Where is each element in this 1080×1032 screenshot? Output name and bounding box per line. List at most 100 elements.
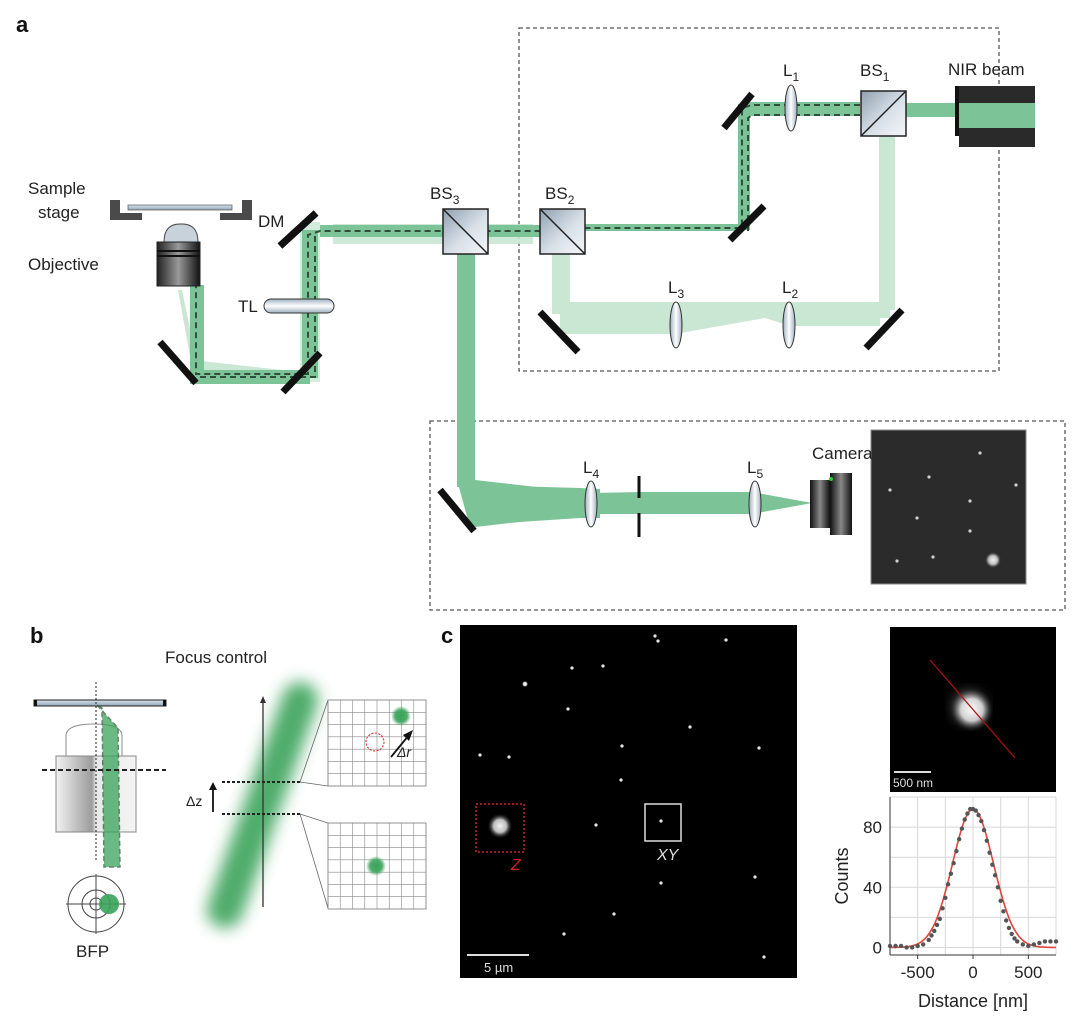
grid-top: [327, 699, 427, 787]
data-point: [887, 943, 893, 949]
lens-l3: [669, 301, 683, 349]
data-point: [893, 943, 898, 949]
data-point: [1053, 939, 1059, 944]
beamsplitter-bs3: [442, 208, 489, 255]
data-point: [959, 826, 965, 831]
label-stage: stage: [38, 203, 80, 222]
data-point: [1020, 942, 1025, 947]
bead: [756, 745, 762, 751]
focus-beam-diagram: [207, 682, 329, 928]
data-point: [1015, 939, 1020, 944]
bead: [752, 874, 758, 880]
camera-image: [870, 429, 1027, 585]
bead: [619, 743, 625, 749]
data-point: [945, 882, 951, 887]
nir-module-box: [518, 27, 1000, 372]
bead: [593, 822, 599, 828]
data-point: [948, 871, 954, 876]
data-point: [951, 861, 956, 866]
mirror-5: [157, 339, 199, 386]
bead: [506, 754, 512, 760]
bead: [477, 752, 483, 758]
panel-letter-b: b: [30, 623, 43, 648]
data-point: [904, 945, 909, 950]
panel-b: b Focus control BFP: [30, 623, 427, 961]
label-dm: DM: [258, 212, 284, 231]
profile-line: [929, 659, 1016, 759]
bead: [658, 880, 664, 886]
panel-a: a: [16, 12, 1066, 611]
camera-module-box: [429, 420, 1066, 611]
data-point: [1048, 939, 1053, 944]
beamsplitter-bs2: [539, 208, 586, 255]
data-point: [987, 850, 992, 855]
label-bs2: BS2: [545, 184, 575, 207]
delta-r-label: Δr: [396, 744, 412, 760]
camera-icon: [810, 473, 852, 535]
data-point: [992, 873, 998, 878]
data-point: [984, 838, 990, 843]
data-point: [1001, 909, 1006, 914]
data-point: [932, 928, 937, 934]
bead: [655, 638, 661, 644]
spot-centered: [366, 856, 386, 876]
data-point: [956, 836, 962, 842]
bead: [565, 706, 571, 712]
data-point: [990, 862, 995, 867]
label-l1: L1: [783, 61, 799, 84]
data-point: [998, 898, 1003, 904]
label-bs1: BS1: [860, 61, 890, 84]
label-l3: L3: [668, 278, 684, 301]
label-objective: Objective: [28, 255, 99, 274]
bead: [723, 637, 729, 643]
x-tick-label: 0: [968, 963, 977, 982]
label-tl: TL: [238, 297, 258, 316]
data-point: [981, 827, 987, 833]
z-label: Z: [510, 857, 522, 874]
lens-l1: [784, 84, 798, 132]
mirror-6: [280, 350, 323, 395]
mirror-4: [863, 307, 905, 351]
data-point: [1026, 943, 1031, 949]
data-point: [1009, 931, 1014, 937]
beamsplitter-bs1: [860, 90, 907, 137]
label-l2: L2: [782, 278, 798, 301]
data-point: [1004, 918, 1009, 923]
sample-stage: [110, 200, 252, 220]
data-point: [940, 906, 945, 911]
bead: [569, 665, 575, 671]
delta-z-label: Δz: [186, 793, 202, 809]
zoomed-psf-image: 500 nm: [890, 627, 1056, 792]
data-point: [962, 817, 967, 822]
label-l5: L5: [747, 458, 763, 481]
xy-roi-box: [644, 803, 682, 842]
bfp-label: BFP: [76, 942, 109, 961]
mirror-1: [721, 91, 755, 131]
data-point: [929, 933, 934, 938]
data-point: [1037, 940, 1042, 946]
data-point: [954, 848, 959, 854]
bead: [652, 633, 658, 639]
y-tick-label: 40: [863, 878, 882, 897]
bead: [761, 954, 767, 960]
data-point: [1042, 939, 1048, 944]
data-point: [1012, 936, 1017, 941]
data-point: [909, 945, 915, 950]
data-point: [937, 916, 942, 922]
xy-label: XY: [656, 847, 680, 864]
data-point: [926, 937, 931, 943]
data-point: [979, 818, 984, 824]
bead: [561, 931, 567, 937]
data-point: [915, 943, 920, 949]
lens-l4: [584, 480, 598, 528]
objective-lens: [156, 223, 201, 287]
delta-r-arrow: [390, 734, 410, 758]
inset-scale-bar-label: 500 nm: [893, 776, 933, 790]
mirror-2: [727, 203, 767, 243]
label-l4: L4: [583, 458, 599, 481]
data-point: [943, 895, 948, 901]
x-tick-label: 500: [1014, 963, 1042, 982]
data-point: [973, 808, 978, 813]
